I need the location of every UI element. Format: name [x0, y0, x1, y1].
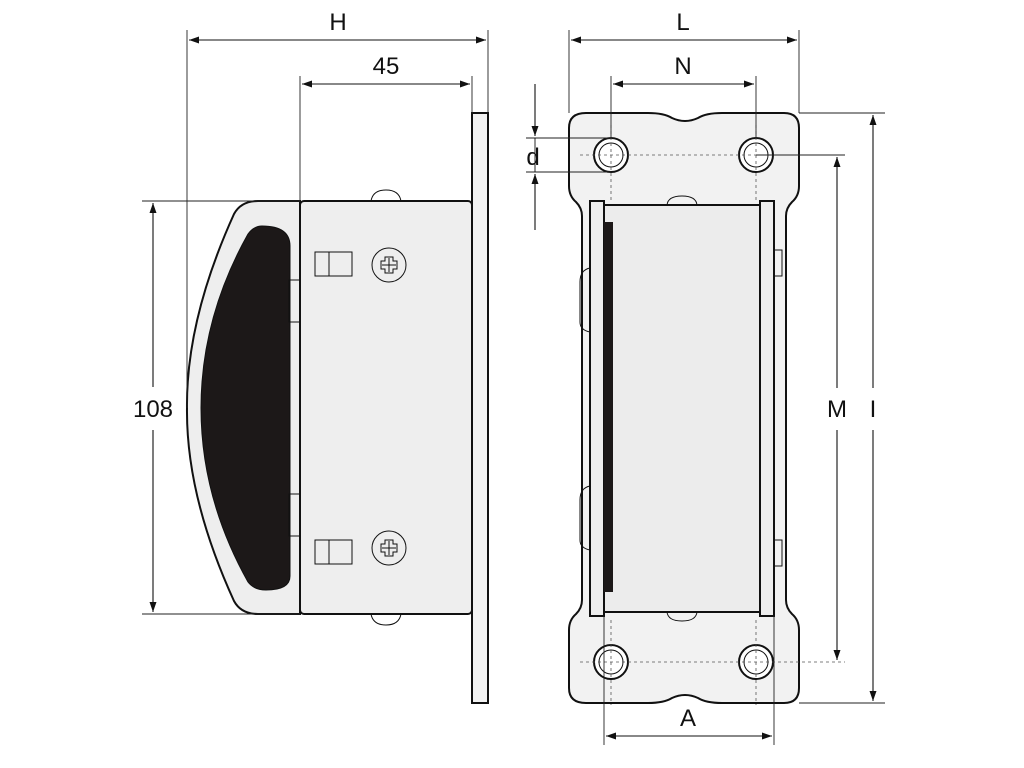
label-108: 108	[133, 396, 173, 423]
label-n: N	[674, 53, 691, 80]
rail-right	[759, 200, 775, 617]
label-m: M	[827, 396, 847, 423]
slot-upper	[314, 251, 353, 277]
front-body	[603, 204, 761, 613]
rubber-pad	[200, 225, 291, 591]
label-i: I	[870, 396, 877, 423]
left-bump-lower	[579, 485, 591, 551]
label-45: 45	[373, 53, 400, 80]
label-d: d	[526, 144, 539, 171]
rail-left	[589, 200, 605, 617]
phillips-screw-upper-icon	[371, 247, 407, 283]
side-view: H 45 108	[133, 9, 489, 704]
front-top-screw	[666, 195, 698, 206]
label-a: A	[680, 705, 696, 732]
main-body	[299, 200, 473, 615]
phillips-screw-lower-icon	[371, 530, 407, 566]
side-mounting-plate	[471, 112, 489, 704]
pad-edge-strip	[604, 222, 613, 592]
label-l: L	[676, 9, 689, 36]
left-bump-upper	[579, 267, 591, 333]
front-bottom-screw	[666, 611, 698, 622]
top-screw-head	[370, 189, 402, 202]
slot-lower	[314, 539, 353, 565]
front-view: L N d M I A	[526, 9, 885, 745]
label-h: H	[329, 9, 346, 36]
bottom-screw-head	[370, 613, 402, 626]
